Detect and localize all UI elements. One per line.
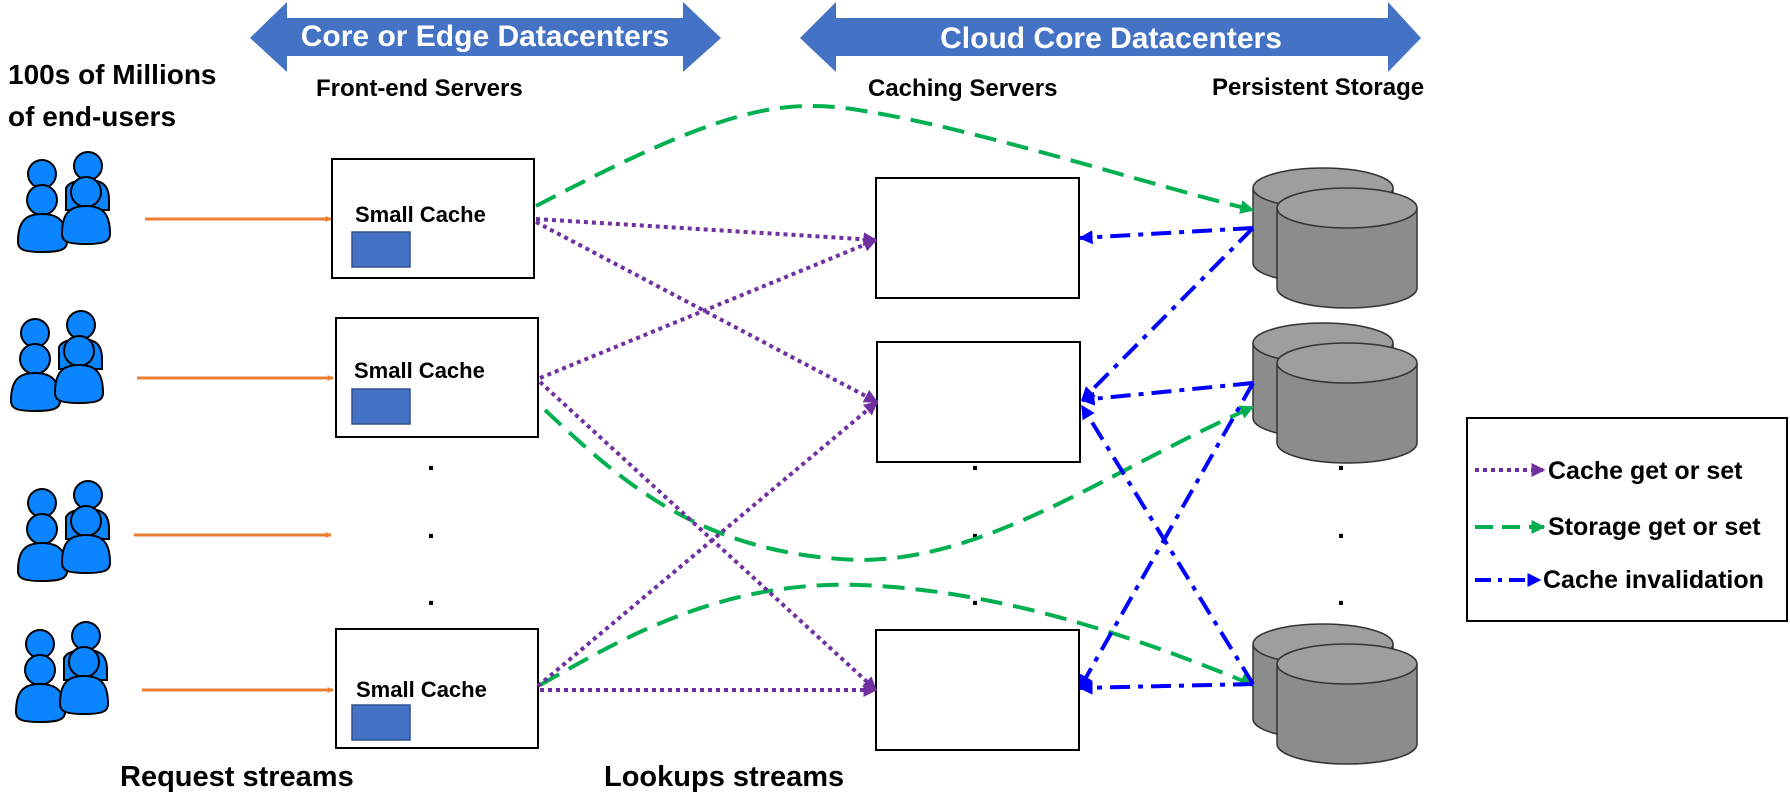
front-end-server-3: Small Cache xyxy=(335,628,539,749)
invalidation-path-4 xyxy=(1078,382,1255,690)
edge-banner-label: Core or Edge Datacenters xyxy=(301,20,669,53)
cache-path-2b xyxy=(538,380,878,692)
svg-text:.: . xyxy=(1337,513,1345,544)
svg-text:.: . xyxy=(427,513,435,544)
edge-datacenter-banner: Core or Edge Datacenters xyxy=(250,2,721,72)
storage-path-1 xyxy=(535,103,1255,214)
svg-text:.: . xyxy=(971,445,979,476)
storage-node-1 xyxy=(1252,167,1418,309)
invalidation-path-6 xyxy=(1078,680,1254,695)
user-group-4 xyxy=(15,621,109,723)
small-cache-block xyxy=(351,704,411,741)
caching-server-1 xyxy=(875,177,1080,299)
small-cache-label: Small Cache xyxy=(354,358,485,383)
cache-path-1b xyxy=(535,220,879,404)
small-cache-block xyxy=(351,388,411,425)
invalidation-path-1 xyxy=(1078,226,1254,245)
storage-path-2 xyxy=(543,405,1255,563)
legend-label-storage: Storage get or set xyxy=(1548,513,1761,541)
storage-node-3 xyxy=(1252,623,1418,765)
cache-path-1a xyxy=(535,217,878,247)
front-end-server-2: Small Cache xyxy=(335,317,539,438)
storage-path-3 xyxy=(539,582,1255,687)
users-title-line1: 100s of Millions xyxy=(8,59,217,90)
user-group-1 xyxy=(17,151,111,253)
caching-server-3 xyxy=(875,629,1080,751)
storage-node-2 xyxy=(1252,322,1418,464)
caching-servers-label: Caching Servers xyxy=(868,75,1057,102)
cloud-banner-label: Cloud Core Datacenters xyxy=(940,22,1282,55)
users-title-line2: of end-users xyxy=(8,101,176,132)
invalidation-path-3 xyxy=(1080,381,1254,406)
svg-text:.: . xyxy=(1337,580,1345,611)
ellipsis-caching: . . . xyxy=(971,445,979,611)
cache-path-2a xyxy=(539,238,878,380)
svg-text:.: . xyxy=(971,513,979,544)
request-streams-label: Request streams xyxy=(120,761,354,793)
svg-text:.: . xyxy=(427,580,435,611)
invalidation-path-5 xyxy=(1080,404,1255,686)
cache-path-3a xyxy=(536,400,879,688)
front-end-servers-label: Front-end Servers xyxy=(316,75,523,102)
legend-label-cache: Cache get or set xyxy=(1548,457,1743,485)
ellipsis-storage: . . . xyxy=(1337,445,1345,611)
persistent-storage-label: Persistent Storage xyxy=(1212,74,1424,101)
svg-text:.: . xyxy=(1337,445,1345,476)
small-cache-label: Small Cache xyxy=(355,202,486,227)
small-cache-label: Small Cache xyxy=(356,677,487,702)
legend-label-invalidation: Cache invalidation xyxy=(1543,566,1764,594)
caching-server-2 xyxy=(876,341,1081,463)
invalidation-path-2 xyxy=(1080,226,1255,402)
cloud-datacenter-banner: Cloud Core Datacenters xyxy=(800,2,1421,72)
user-group-3 xyxy=(17,480,111,582)
svg-text:.: . xyxy=(427,445,435,476)
small-cache-block xyxy=(351,231,411,268)
svg-text:.: . xyxy=(971,580,979,611)
front-end-server-1: Small Cache xyxy=(331,158,535,279)
lookup-streams-label: Lookups streams xyxy=(604,761,844,793)
user-group-2 xyxy=(10,310,104,412)
legend: Cache get or set Storage get or set Cach… xyxy=(1466,417,1788,622)
ellipsis-front-end: . . . xyxy=(427,445,435,611)
